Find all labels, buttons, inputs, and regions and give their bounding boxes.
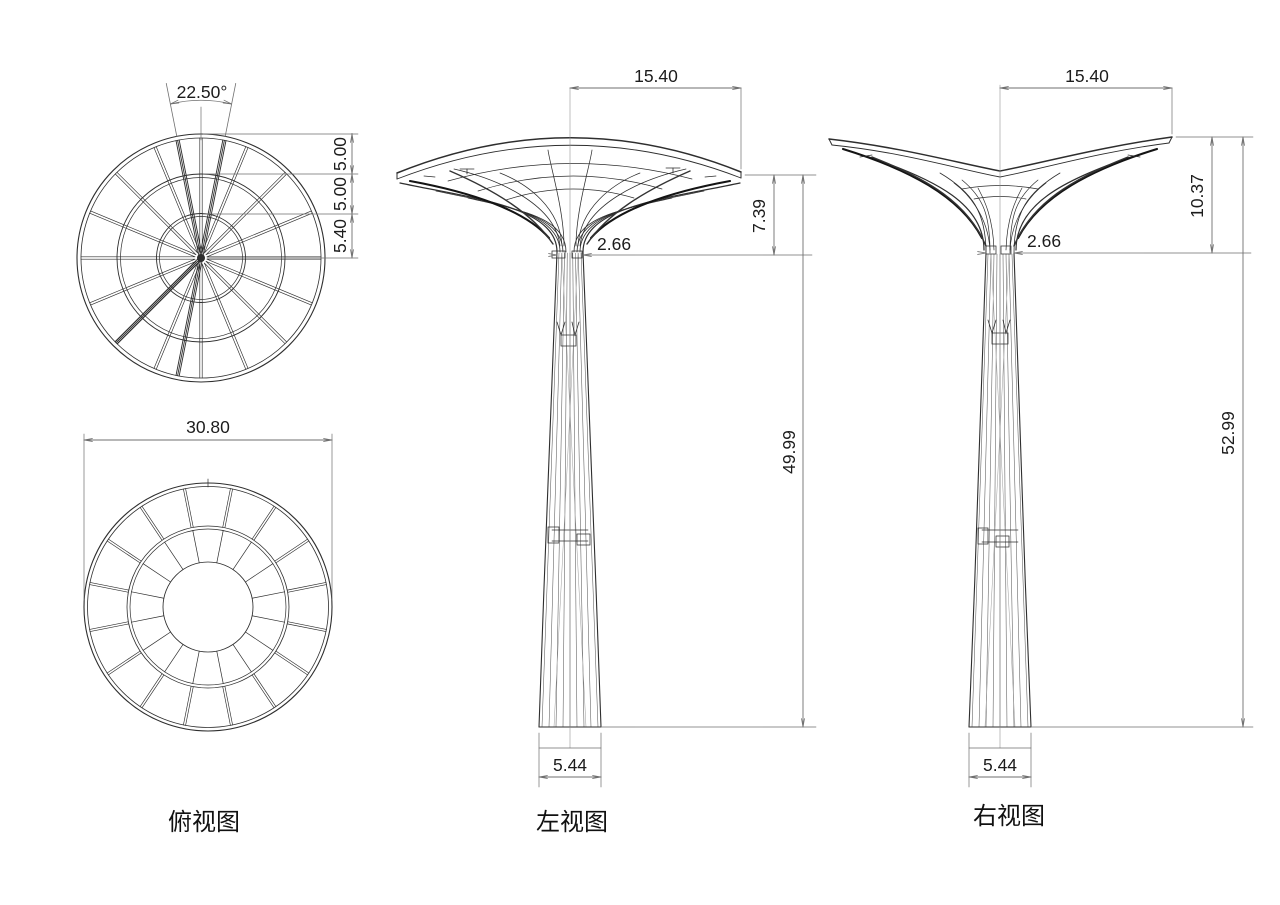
top-view-lower-wheel [83,478,333,732]
dim-label-right-neck-width: 2.66 [1027,231,1061,251]
caption-top-view: 俯视图 [168,809,240,836]
dim-label-right-canopy-drop: 10.37 [1187,174,1207,218]
right-view-tree [828,136,1173,728]
right-view-dimensions [968,84,1254,788]
dim-label-left-canopy-width: 15.40 [634,66,678,86]
top-view-wheel [76,133,326,383]
dim-label-ring-3: 5.40 [330,219,350,253]
dim-label-right-base-width: 5.44 [983,755,1017,775]
dim-label-lower-diameter: 30.80 [186,417,230,437]
dim-label-ring-1: 5.00 [330,137,350,171]
dim-label-ring-2: 5.00 [330,177,350,211]
dim-label-left-trunk-height: 49.99 [779,430,799,474]
left-view-dimensions [538,86,817,788]
caption-left-view: 左视图 [536,809,608,836]
dim-label-right-canopy-width: 15.40 [1065,66,1109,86]
dim-label-right-total-height: 52.99 [1218,411,1238,455]
dim-label-left-canopy-drop: 7.39 [749,199,769,233]
dim-label-angle: 22.50° [177,82,228,102]
top-view-wheel-dimensions [165,83,359,259]
dim-label-left-neck-width: 2.66 [597,234,631,254]
caption-right-view: 右视图 [973,803,1045,830]
lower-wheel-dimensions [83,433,333,601]
dim-label-left-base-width: 5.44 [553,755,587,775]
left-view-tree [396,137,742,728]
